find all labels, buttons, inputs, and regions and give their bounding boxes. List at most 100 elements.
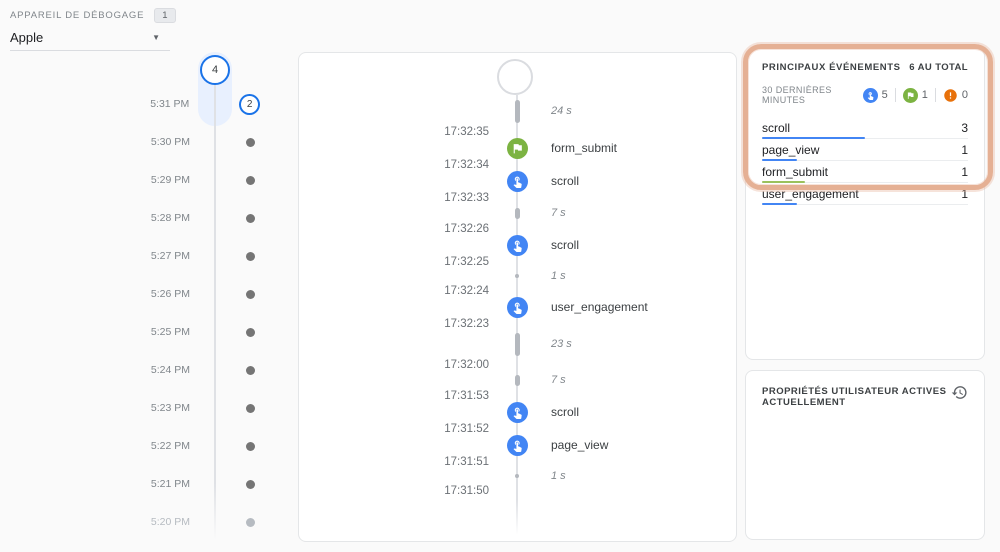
top-event-bar [762,181,806,183]
timeline-dot-icon [246,365,255,375]
selected-device: Apple [10,30,44,45]
timeline-minute-label: 5:31 PM [150,98,190,110]
counter-value: 5 [881,89,888,101]
timeline-minute[interactable]: 5:27 PM [150,237,260,275]
stream-event[interactable]: scroll [299,401,736,423]
stream-event[interactable]: page_view [299,434,736,456]
stream-event-name: scroll [551,238,580,252]
stream-timestamp: 17:32:00 [444,358,489,371]
stream-event[interactable]: scroll [299,170,736,192]
timeline-minute[interactable]: 5:28 PM [150,199,260,237]
debug-device-block: APPAREIL DE DÉBOGAGE 1 Apple ▼ [10,8,180,51]
flag-icon [902,87,918,103]
timeline-minute[interactable]: 5:25 PM [150,313,260,351]
touch-icon [506,296,528,318]
timeline-minute-label: 5:21 PM [150,478,190,490]
counter-error[interactable]: 0 [943,88,968,103]
timeline-dot-icon [246,479,255,489]
top-events-window: 30 DERNIÈRES MINUTES [762,85,832,105]
stream-timestamp: 17:31:50 [444,484,489,497]
gap-duration: 24 s [551,105,572,117]
stream-gap: 7 s [299,371,736,389]
counter-value: 0 [961,89,968,101]
stream-timestamp: 17:31:51 [444,455,489,468]
timeline-bubble[interactable]: 2 [239,93,260,115]
top-event-name: page_view [762,142,820,157]
stream-event[interactable]: user_engagement [299,296,736,318]
timeline-minute-label: 5:20 PM [150,516,190,528]
timeline-minute-label: 5:22 PM [150,440,190,452]
gap-capsule-icon [515,474,519,478]
user-properties-panel: PROPRIÉTÉS UTILISATEUR ACTIVES ACTUELLEM… [745,370,985,540]
flag-icon [506,137,528,159]
stream-timestamp: 17:32:26 [444,222,489,235]
timeline-minute[interactable]: 5:22 PM [150,427,260,465]
timeline-minute-label: 5:27 PM [150,250,190,262]
touch-icon [506,234,528,256]
top-event-name: scroll [762,120,791,135]
top-events-title: PRINCIPAUX ÉVÉNEMENTS [762,62,901,73]
timeline-dot-icon [246,441,255,451]
stream-event[interactable]: form_submit [299,137,736,159]
top-event-count: 1 [961,164,968,179]
stream-event-name: page_view [551,438,609,452]
gap-duration: 1 s [551,470,566,482]
timeline-minute[interactable]: 5:21 PM [150,465,260,503]
stream-timestamp: 17:31:52 [444,422,489,435]
top-event-name: user_engagement [762,186,859,201]
gap-duration: 1 s [551,270,566,282]
timeline-minute[interactable]: 5:20 PM [150,503,260,541]
stream-gap: 7 s [299,204,736,222]
top-event-row[interactable]: user_engagement 1 [762,183,968,205]
timeline-minute-label: 5:29 PM [150,174,190,186]
timeline-minutes: 5:31 PM 2 5:30 PM 5:29 PM 5:28 PM 5:27 PM 5:26… [150,85,260,541]
stream-event-name: user_engagement [551,300,648,314]
top-event-bar [762,159,798,161]
stream-gap: 23 s [299,330,736,358]
timeline-line [214,70,216,540]
counter-divider [934,88,936,102]
timeline-minute[interactable]: 5:23 PM [150,389,260,427]
timeline-dot-icon [246,251,255,261]
stream-timestamp: 17:32:24 [444,284,489,297]
device-select-dropdown[interactable]: Apple ▼ [10,28,170,51]
timeline-dot-icon [246,213,255,223]
timeline-dot-icon [246,327,255,337]
stream-timestamp: 17:32:35 [444,125,489,138]
timeline-dot-icon [246,517,255,527]
debug-device-label: APPAREIL DE DÉBOGAGE [10,10,145,21]
timeline-minute-label: 5:25 PM [150,326,190,338]
debug-device-count-badge: 1 [154,8,176,23]
touch-icon [506,434,528,456]
stream-gap: 24 s [299,97,736,125]
timeline-minute[interactable]: 5:24 PM [150,351,260,389]
stream-head-circle [497,59,533,95]
timeline-minute-label: 5:24 PM [150,364,190,376]
timeline-minute[interactable]: 5:30 PM [150,123,260,161]
gap-capsule-icon [515,274,519,278]
timeline-minute-label: 5:23 PM [150,402,190,414]
gap-capsule-icon [514,99,520,123]
top-event-bar [762,137,865,139]
chevron-down-icon: ▼ [152,33,160,42]
timeline-minute[interactable]: 5:31 PM 2 [150,85,260,123]
timeline-bubble-current[interactable]: 4 [200,55,230,85]
counter-flag[interactable]: 1 [902,87,928,103]
gap-capsule-icon [514,207,520,219]
counter-touch[interactable]: 5 [862,87,888,103]
stream-timestamp: 17:32:33 [444,191,489,204]
timeline-minute[interactable]: 5:26 PM [150,275,260,313]
timeline-dot-icon [246,289,255,299]
stream-timestamp: 17:31:53 [444,389,489,402]
counter-value: 1 [921,89,928,101]
stream-event[interactable]: scroll [299,234,736,256]
top-event-count: 1 [961,186,968,201]
history-icon[interactable] [951,384,968,406]
timeline-minute-label: 5:28 PM [150,212,190,224]
timeline-minute[interactable]: 5:29 PM [150,161,260,199]
